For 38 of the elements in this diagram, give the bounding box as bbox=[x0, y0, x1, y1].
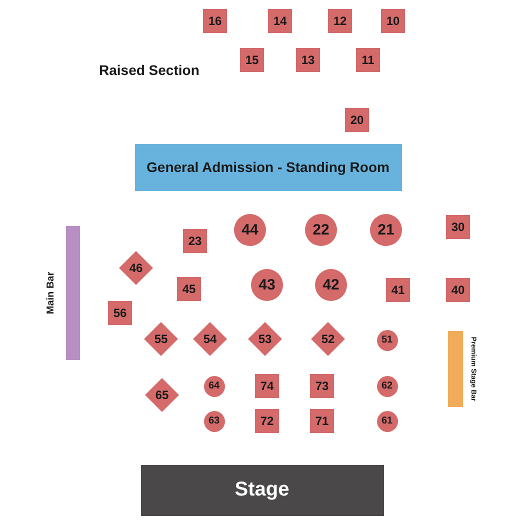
table-number: 64 bbox=[208, 380, 220, 392]
table-number: 40 bbox=[451, 283, 465, 297]
table-number: 45 bbox=[182, 282, 196, 296]
table-number: 21 bbox=[378, 222, 394, 238]
table-number: 46 bbox=[129, 261, 143, 275]
table-number: 30 bbox=[451, 220, 465, 234]
table-number: 44 bbox=[242, 222, 258, 238]
table-number: 54 bbox=[203, 332, 217, 346]
section-label: Raised Section bbox=[99, 62, 200, 78]
table-number: 65 bbox=[155, 388, 169, 402]
table-number: 71 bbox=[315, 414, 329, 428]
area-label: General Admission - Standing Room bbox=[146, 159, 390, 175]
table-number: 61 bbox=[381, 416, 393, 426]
table-number: 52 bbox=[321, 332, 335, 346]
table-number: 20 bbox=[350, 113, 364, 127]
table-number: 13 bbox=[301, 53, 315, 67]
table-number: 12 bbox=[333, 14, 347, 28]
table-number: 53 bbox=[258, 332, 272, 346]
table-number: 14 bbox=[273, 14, 287, 28]
table-number: 23 bbox=[188, 234, 202, 248]
table-number: 72 bbox=[260, 414, 274, 428]
table-number: 62 bbox=[381, 380, 393, 392]
table-number: 56 bbox=[113, 306, 127, 320]
table-number: 43 bbox=[258, 276, 276, 294]
table-number: 11 bbox=[362, 53, 374, 67]
table-number: 74 bbox=[260, 379, 274, 393]
bar-label: Main Bar bbox=[46, 272, 56, 314]
table-number: 15 bbox=[245, 53, 259, 67]
table-number: 73 bbox=[315, 379, 329, 393]
table-number: 51 bbox=[381, 334, 393, 346]
table-number: 55 bbox=[154, 332, 168, 346]
stage-label: Stage bbox=[234, 478, 290, 502]
table-number: 10 bbox=[386, 14, 400, 28]
table-number: 16 bbox=[208, 14, 222, 28]
table-number: 22 bbox=[312, 222, 330, 238]
table-number: 41 bbox=[391, 283, 405, 297]
table-number: 63 bbox=[208, 416, 220, 426]
table-number: 42 bbox=[322, 276, 340, 294]
